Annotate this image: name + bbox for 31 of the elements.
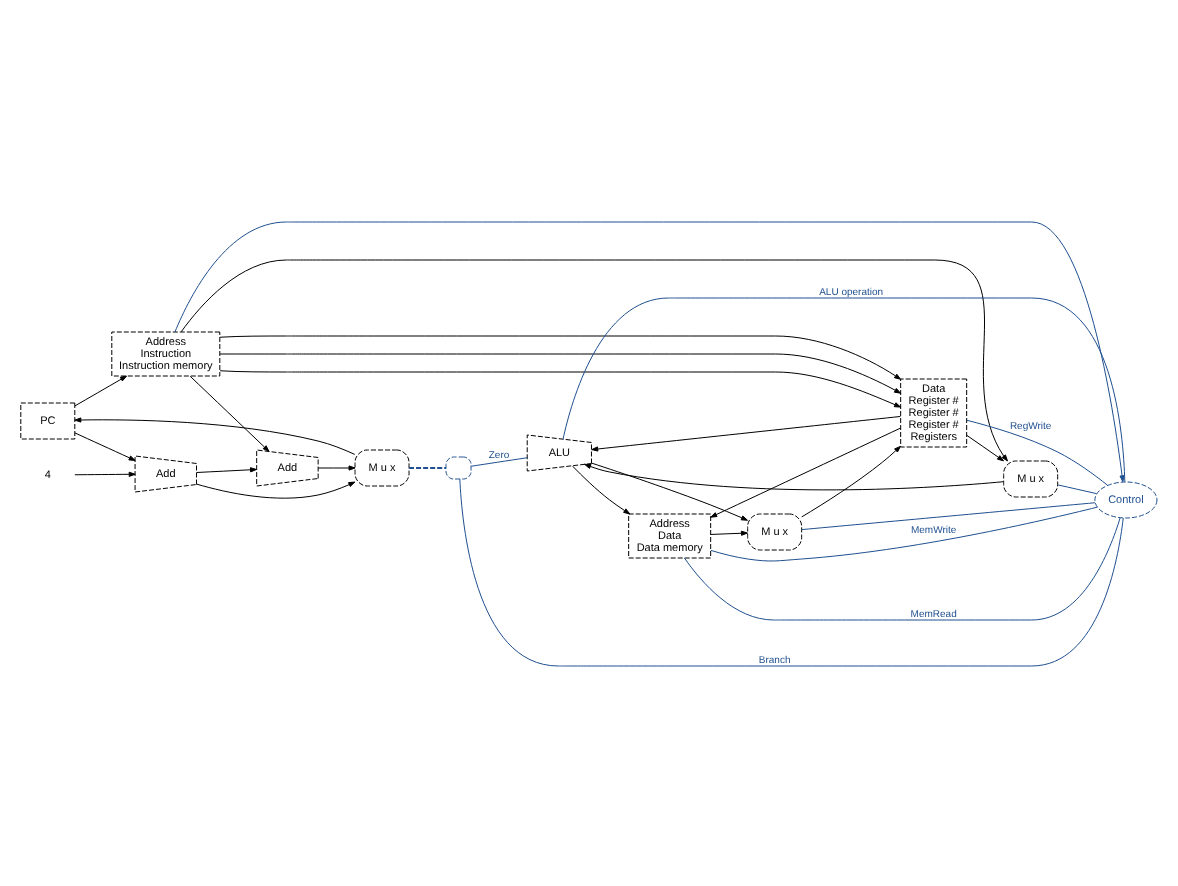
arrow [74, 416, 356, 454]
arrow [189, 374, 270, 451]
connector [966, 418, 1109, 485]
connector [408, 466, 447, 468]
arrow [591, 414, 901, 451]
arrow [219, 334, 902, 379]
arrow [966, 433, 1004, 461]
connector [562, 296, 1126, 482]
arrow [196, 480, 356, 498]
connector [470, 456, 528, 466]
arrow [591, 461, 748, 520]
connector [459, 477, 1124, 666]
arrow [74, 470, 136, 476]
connector [683, 516, 1121, 620]
arrow [710, 426, 901, 517]
arrow [74, 431, 136, 460]
arrow [174, 220, 1125, 482]
arrow [219, 352, 902, 393]
connector [801, 501, 1096, 530]
arrow [584, 462, 1004, 490]
arrow [219, 369, 902, 407]
arrow [801, 444, 901, 517]
arrow [572, 464, 631, 514]
arrow [710, 529, 748, 535]
node-gate [445, 455, 472, 479]
arrow [317, 464, 356, 470]
arrow [180, 258, 1008, 461]
arrow [196, 466, 257, 472]
connector [710, 505, 1098, 561]
arrow [74, 374, 127, 406]
connector [1057, 483, 1097, 494]
